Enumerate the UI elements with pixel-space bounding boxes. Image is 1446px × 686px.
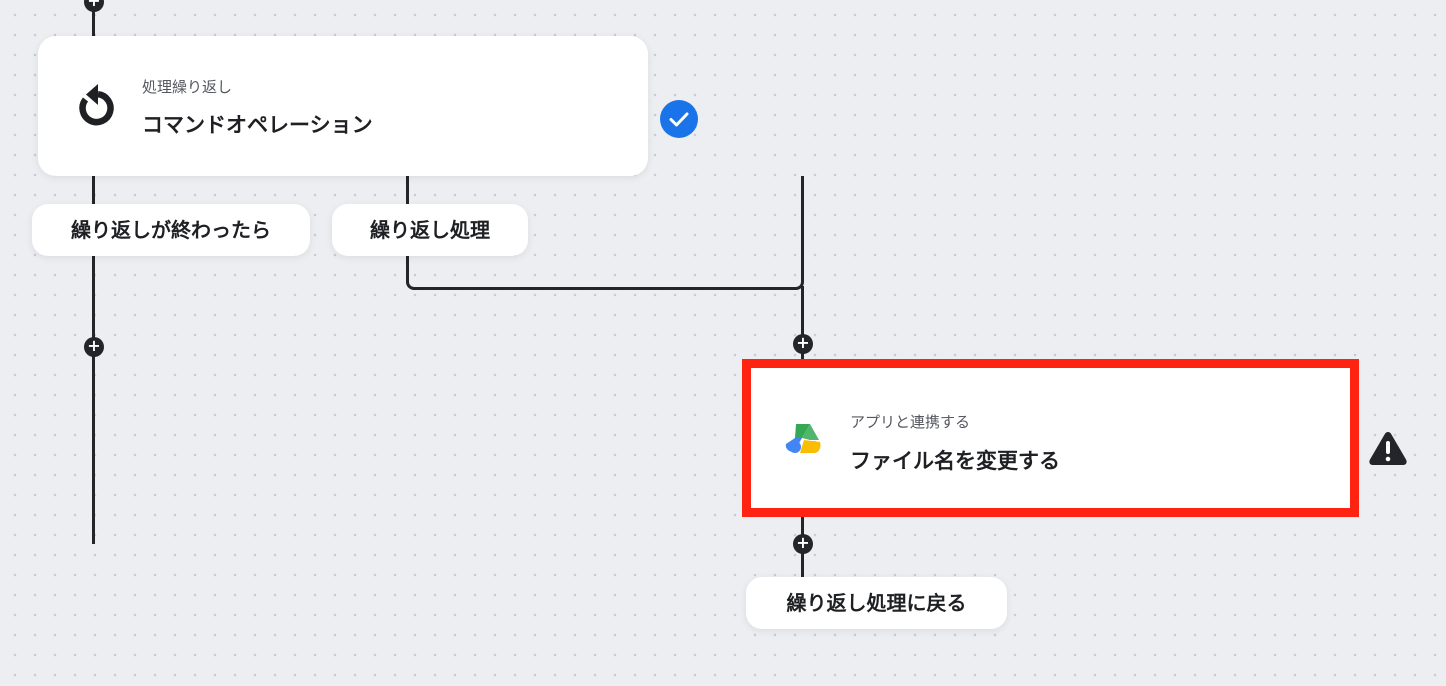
rename-step-subtitle: アプリと連携する	[850, 413, 971, 431]
return-to-loop-label[interactable]: 繰り返し処理に戻る	[746, 577, 1007, 629]
refresh-icon	[74, 81, 116, 131]
loop-step-subtitle: 処理繰り返し	[142, 78, 233, 96]
google-drive-icon	[782, 420, 824, 458]
add-step-button-after-rename[interactable]: +	[793, 533, 813, 554]
add-step-button-after-loop[interactable]: +	[84, 336, 104, 357]
branch-after-loop-label[interactable]: 繰り返しが終わったら	[32, 204, 310, 256]
connector-top	[92, 0, 95, 36]
connector-after-loop	[92, 176, 95, 544]
rename-file-step-card[interactable]: アプリと連携する ファイル名を変更する	[742, 359, 1359, 517]
add-step-button-top[interactable]: +	[84, 0, 104, 12]
loop-step-title: コマンドオペレーション	[142, 113, 373, 137]
branch-loop-body-label[interactable]: 繰り返し処理	[332, 204, 528, 256]
connector-into-rename	[801, 286, 804, 368]
add-step-button-loop-body[interactable]: +	[793, 333, 813, 354]
loop-step-card[interactable]: 処理繰り返し コマンドオペレーション	[38, 36, 648, 176]
check-icon	[660, 100, 698, 138]
rename-step-title: ファイル名を変更する	[850, 449, 1060, 473]
warning-icon	[1368, 430, 1408, 466]
